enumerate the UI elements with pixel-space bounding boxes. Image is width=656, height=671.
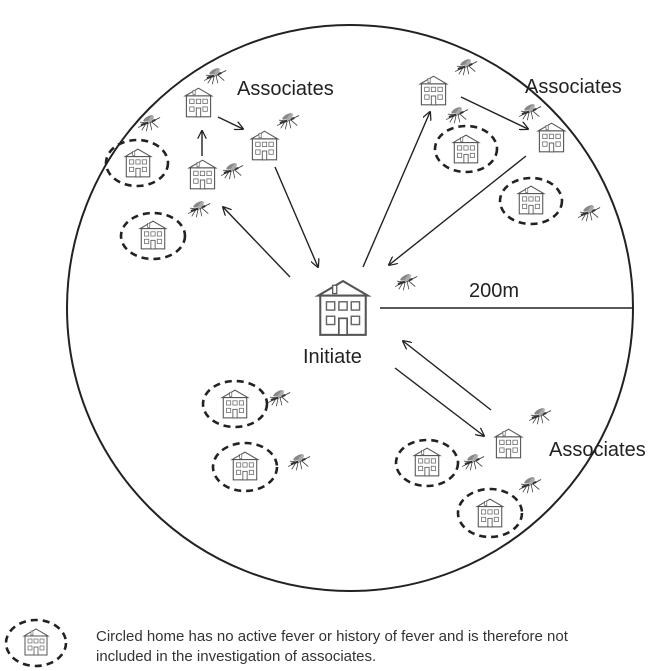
mosquito-icon bbox=[186, 198, 212, 219]
arrow bbox=[389, 155, 527, 265]
mosquito-icon bbox=[275, 110, 301, 131]
house-icon bbox=[413, 447, 441, 477]
legend-dashed-circle bbox=[4, 618, 68, 668]
mosquito-icon bbox=[202, 65, 228, 86]
house-icon bbox=[494, 428, 523, 459]
dashed-circle bbox=[201, 379, 269, 429]
mosquito-icon bbox=[517, 474, 543, 495]
legend-text: Circled home has no active fever or hist… bbox=[96, 627, 636, 667]
mosquito-icon bbox=[527, 405, 553, 426]
mosquito-icon bbox=[393, 271, 419, 292]
house-icon bbox=[476, 498, 504, 528]
mosquitoes bbox=[136, 56, 602, 495]
house-icon bbox=[188, 159, 217, 190]
label-initiate: Initiate bbox=[303, 346, 362, 368]
dashed-circles bbox=[104, 124, 564, 539]
label-radius: 200m bbox=[469, 280, 519, 302]
mosquito-icon bbox=[266, 387, 292, 408]
arrows bbox=[202, 96, 528, 436]
mosquito-icon bbox=[453, 56, 479, 77]
label-associates-bottom-right: Associates bbox=[549, 439, 646, 461]
dashed-circle bbox=[498, 176, 564, 226]
house-icon bbox=[537, 122, 566, 153]
dashed-circle bbox=[119, 211, 187, 261]
arrow bbox=[362, 112, 430, 268]
label-associates-top-right: Associates bbox=[525, 76, 622, 98]
legend-house-icon bbox=[23, 628, 49, 656]
dashed-circle bbox=[211, 441, 279, 493]
mosquito-icon bbox=[444, 104, 470, 125]
house-icon bbox=[184, 87, 213, 118]
house-icon bbox=[231, 451, 259, 481]
mosquito-icon bbox=[460, 451, 486, 472]
house-icon bbox=[452, 134, 480, 164]
arrow bbox=[394, 367, 484, 436]
initiate-house-icon bbox=[317, 279, 369, 337]
arrow bbox=[223, 207, 291, 278]
dashed-circle bbox=[433, 124, 499, 174]
label-associates-top-left: Associates bbox=[237, 78, 334, 100]
house-icon bbox=[124, 148, 152, 178]
dashed-circle bbox=[394, 438, 460, 488]
house-icon bbox=[250, 130, 279, 161]
mosquito-icon bbox=[219, 160, 245, 181]
mosquito-icon bbox=[517, 101, 543, 122]
legend-line-1: Circled home has no active fever or hist… bbox=[96, 628, 568, 645]
mosquito-icon bbox=[286, 451, 312, 472]
house-icon bbox=[517, 185, 545, 215]
dashed-circle bbox=[456, 487, 524, 539]
legend-line-2: included in the investigation of associa… bbox=[96, 648, 377, 665]
house-icon bbox=[139, 220, 167, 250]
dashed-circle bbox=[104, 138, 170, 188]
house-icon bbox=[221, 389, 249, 419]
arrow bbox=[217, 116, 243, 129]
arrow bbox=[274, 166, 318, 267]
house-icon bbox=[419, 75, 448, 106]
arrow bbox=[403, 341, 492, 411]
mosquito-icon bbox=[576, 202, 602, 223]
arrow bbox=[460, 96, 528, 129]
